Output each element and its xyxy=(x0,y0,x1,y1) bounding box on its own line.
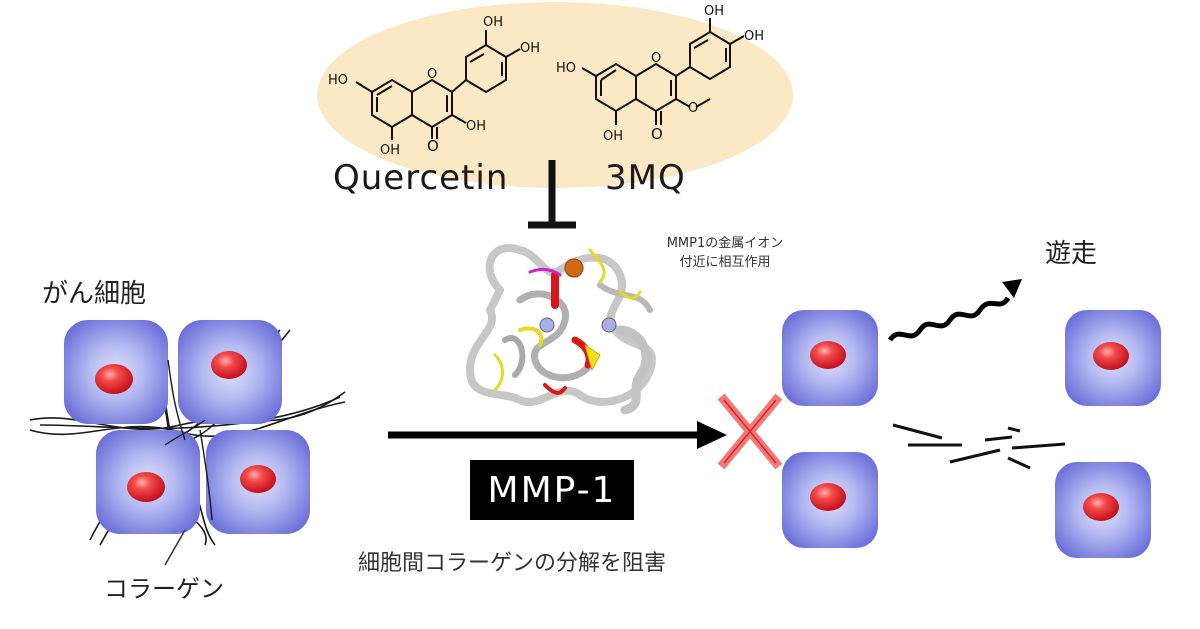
process-arrowhead xyxy=(697,421,727,449)
svg-text:O: O xyxy=(688,101,698,116)
svg-text:O: O xyxy=(427,137,439,155)
cancer-cell-cluster xyxy=(64,320,310,534)
quercetin-oh-4: OH xyxy=(466,119,486,134)
collagen-fibers-front xyxy=(164,359,213,521)
inhibition-caption: 細胞間コラーゲンの分解を阻害 xyxy=(358,551,667,576)
3mq-ho-3: HO xyxy=(556,61,576,76)
inhibition-symbol xyxy=(528,160,576,229)
svg-text:O: O xyxy=(651,125,663,143)
3mq-label: 3MQ xyxy=(605,158,686,198)
svg-text:O: O xyxy=(651,51,661,66)
3mq-oh-1: OH xyxy=(704,4,724,19)
cell-nucleus xyxy=(211,351,247,379)
mmp-note-line-2: 付近に相互作用 xyxy=(679,255,771,270)
3mq-oh-4: OH xyxy=(603,129,623,144)
collagen-pointer xyxy=(164,529,186,566)
migration-label: 遊走 xyxy=(1045,239,1098,269)
calcium-ion-1 xyxy=(539,317,555,333)
quercetin-ho-3: HO xyxy=(328,73,348,88)
migrated-cells xyxy=(782,310,1161,558)
quercetin-oh-1: OH xyxy=(483,15,503,30)
migration-arrow xyxy=(887,296,1011,342)
mmp-interaction-note: MMP1の金属イオン 付近に相互作用 xyxy=(630,234,820,272)
cancer-cell-label: がん細胞 xyxy=(42,279,147,309)
migration-arrowhead xyxy=(1002,279,1022,298)
quercetin-oh-5: OH xyxy=(380,143,400,158)
molecule-backdrop xyxy=(317,2,793,188)
degraded-collagen-fragments xyxy=(892,423,1066,470)
cell-nucleus xyxy=(1093,342,1129,370)
collagen-label: コラーゲン xyxy=(104,575,224,603)
cell-nucleus xyxy=(1083,493,1119,521)
cell-nucleus xyxy=(127,472,165,502)
quercetin-structure xyxy=(355,30,521,140)
quercetin-oh-2: OH xyxy=(520,41,540,56)
calcium-ion-2 xyxy=(601,317,617,333)
zinc-ion xyxy=(564,258,584,278)
cell-nucleus xyxy=(240,465,276,493)
svg-text:O: O xyxy=(427,67,437,82)
cell-nucleus xyxy=(810,341,846,369)
mmp-note-line-1: MMP1の金属イオン xyxy=(666,236,784,251)
3mq-oh-2: OH xyxy=(744,29,764,44)
quercetin-label: Quercetin xyxy=(333,158,509,198)
mmp1-label-box: MMP-1 xyxy=(470,460,634,520)
mmp1-protein xyxy=(466,244,656,415)
3mq-structure xyxy=(581,18,745,125)
cell-nucleus xyxy=(95,364,133,394)
cell-nucleus xyxy=(810,483,846,511)
